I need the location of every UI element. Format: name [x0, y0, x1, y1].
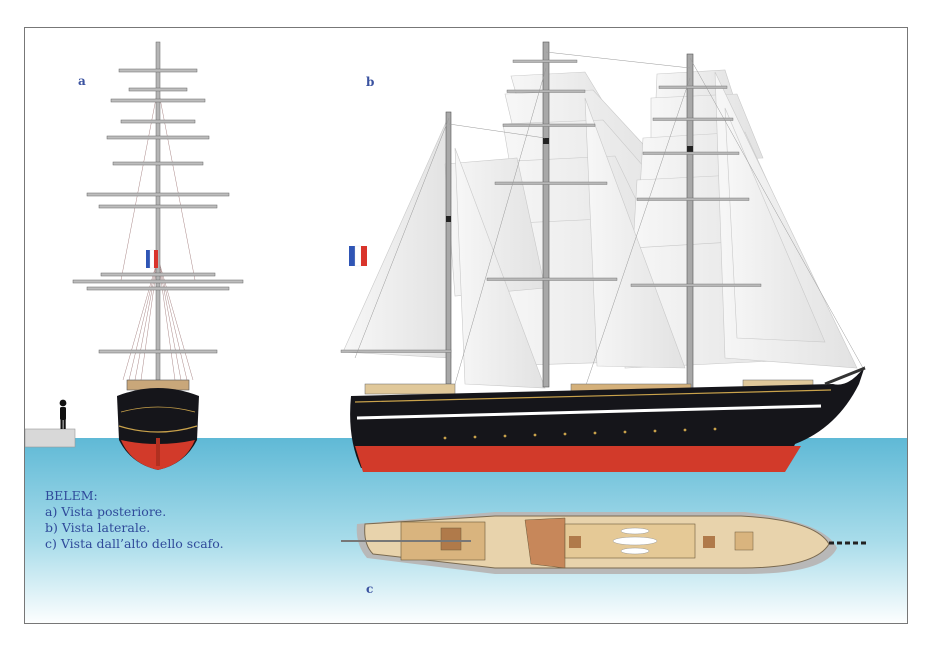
illustration-frame: a b c BELEM: a) Vista posteriore. b) Vis…: [24, 27, 908, 624]
top-view: [341, 512, 867, 574]
mizzen-mast: [445, 111, 452, 385]
label-c: c: [366, 582, 374, 596]
caption-line: a) Vista posteriore.: [45, 504, 167, 519]
side-hull-red: [355, 446, 801, 472]
side-view: [340, 41, 866, 472]
ship-illustration: [25, 41, 907, 623]
main-mast: [542, 41, 550, 388]
label-a: a: [78, 74, 86, 88]
stern-view: [72, 41, 244, 470]
caption: BELEM: a) Vista posteriore. b) Vista lat…: [45, 488, 224, 552]
quay: [25, 428, 76, 448]
stern-mast: [155, 41, 161, 381]
caption-line: c) Vista dall’alto dello scafo.: [45, 536, 224, 551]
side-flag: [349, 245, 367, 267]
fore-mast: [686, 53, 694, 390]
person-silhouette: [59, 399, 67, 429]
stern-flag: [146, 249, 158, 269]
caption-line: b) Vista laterale.: [45, 520, 151, 535]
label-b: b: [366, 75, 375, 89]
side-hull: [350, 366, 866, 468]
caption-title: BELEM:: [45, 488, 98, 503]
